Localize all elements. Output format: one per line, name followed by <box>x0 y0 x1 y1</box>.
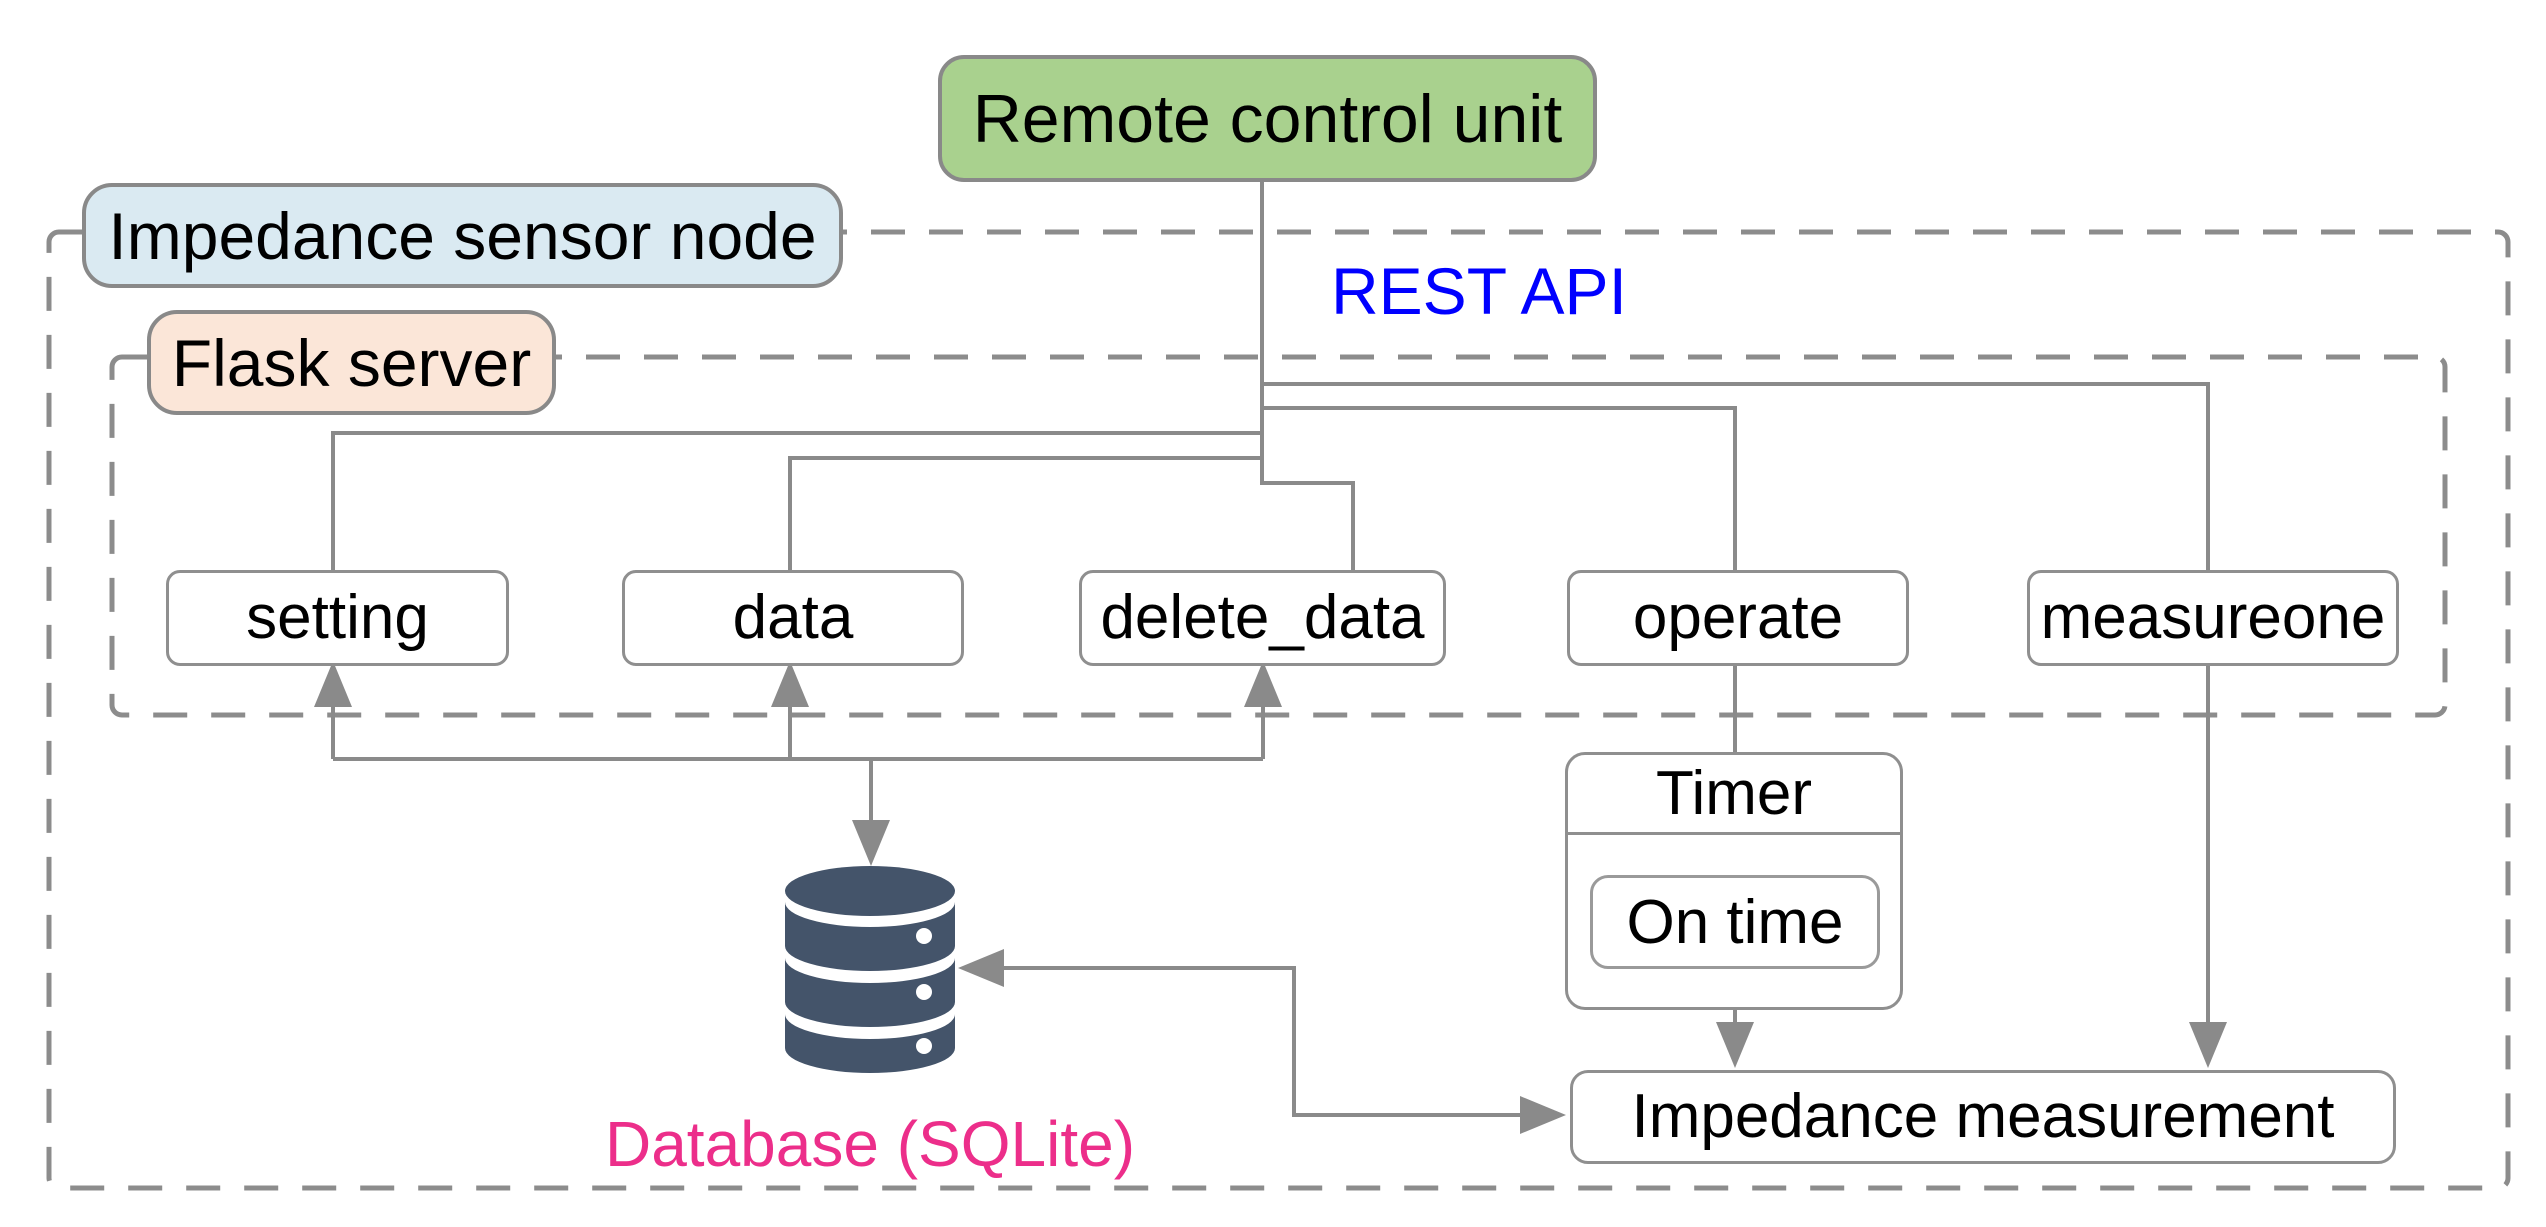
endpoint-operate-node: operate <box>1567 570 1909 666</box>
arrow-up-into-setting <box>314 661 352 707</box>
remote-control-unit-node: Remote control unit <box>938 55 1597 182</box>
impedance-measurement-node: Impedance measurement <box>1570 1070 2396 1164</box>
arrow-right-into-measurement <box>1520 1096 1566 1134</box>
branch-setting-line <box>331 431 1262 572</box>
remote-control-unit-label: Remote control unit <box>972 80 1563 157</box>
endpoint-measureone-label: measureone <box>2040 583 2386 652</box>
impedance-sensor-node-tag: Impedance sensor node <box>82 183 843 288</box>
trunk-to-delete-data-line <box>1260 174 1355 572</box>
arrowheads <box>314 661 2227 1134</box>
database-bus-line <box>331 705 1265 822</box>
endpoint-delete-data-node: delete_data <box>1079 570 1446 666</box>
timer-label: Timer <box>1655 759 1813 828</box>
impedance-measurement-label: Impedance measurement <box>1631 1082 2335 1151</box>
flask-server-tag: Flask server <box>147 310 556 415</box>
endpoint-measureone-node: measureone <box>2027 570 2399 666</box>
arrow-down-from-measureone <box>2189 1022 2227 1068</box>
timer-header: Timer <box>1568 755 1900 835</box>
branch-measureone-line <box>1262 382 2210 572</box>
endpoint-setting-label: setting <box>246 583 429 652</box>
flask-server-dashed-box <box>109 354 2448 718</box>
arrow-up-into-delete-data <box>1244 661 1282 707</box>
on-time-label: On time <box>1626 887 1844 957</box>
timer-node: Timer On time <box>1565 752 1903 1010</box>
arrow-down-from-timer <box>1716 1022 1754 1068</box>
endpoint-delete-data-label: delete_data <box>1100 583 1425 652</box>
rest-api-label: REST API <box>1331 254 1627 328</box>
endpoint-setting-node: setting <box>166 570 509 666</box>
endpoint-data-node: data <box>622 570 964 666</box>
endpoint-data-label: data <box>732 583 854 652</box>
branch-operate-line <box>1262 406 1737 572</box>
arrow-left-into-database <box>958 949 1004 987</box>
impedance-sensor-node-dashed-box <box>46 229 2511 1191</box>
arrow-up-into-data <box>771 661 809 707</box>
on-time-node: On time <box>1590 875 1880 969</box>
database-measurement-link-line <box>1000 966 1522 1117</box>
arrow-down-into-database <box>852 820 890 866</box>
database-cylinder-stack-icon <box>785 866 955 1073</box>
endpoint-operate-label: operate <box>1632 583 1844 652</box>
impedance-sensor-node-label: Impedance sensor node <box>108 198 817 273</box>
branch-data-line <box>788 456 1262 572</box>
flask-server-label: Flask server <box>171 325 532 400</box>
database-sqlite-label: Database (SQLite) <box>604 1108 1136 1180</box>
